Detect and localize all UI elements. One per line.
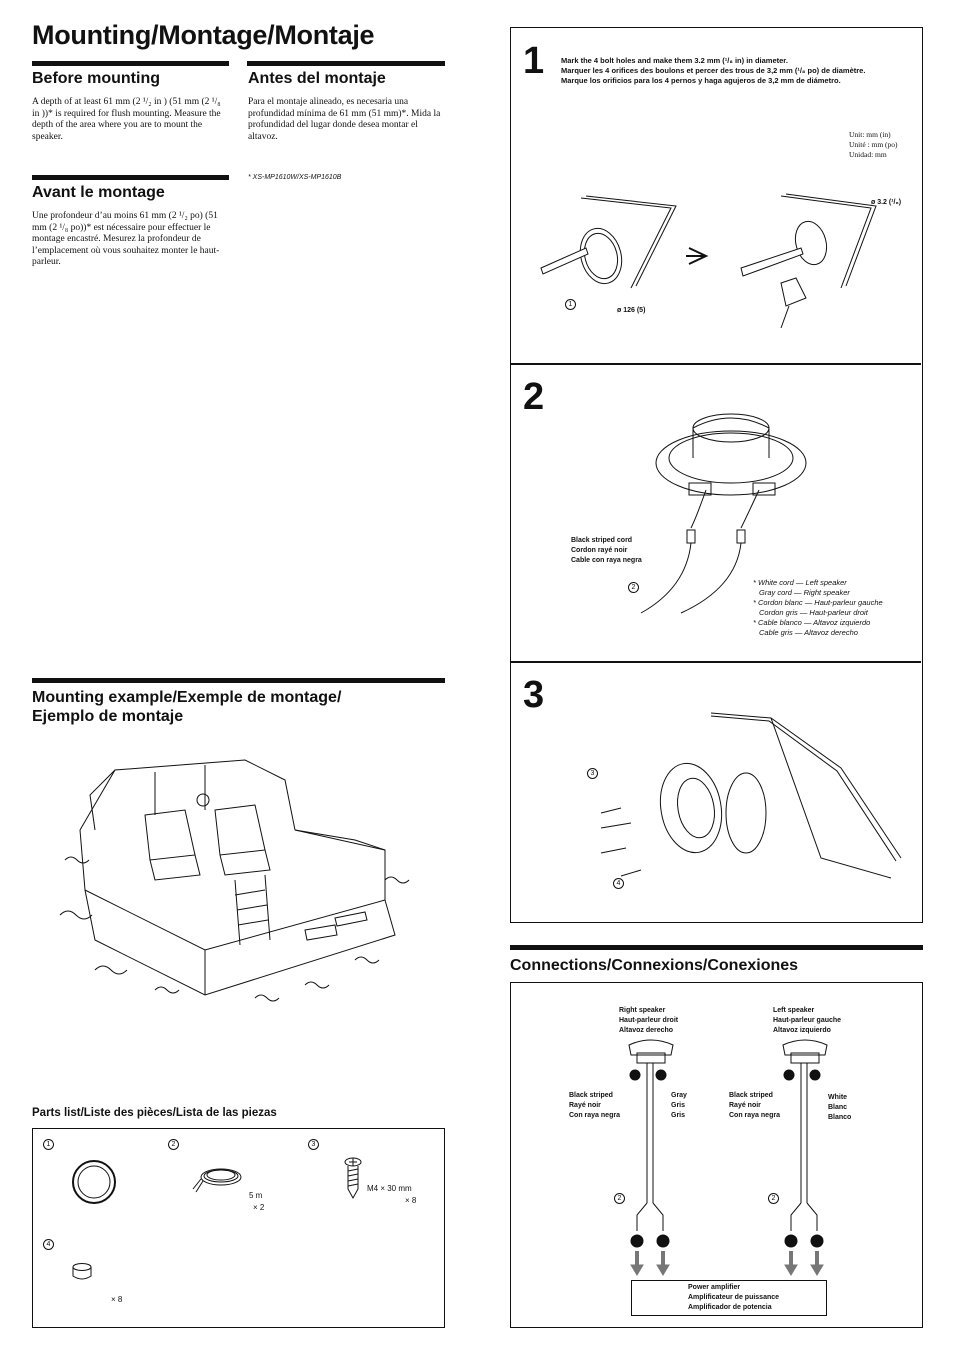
part-number-2: 2 xyxy=(168,1139,179,1150)
step-divider xyxy=(511,661,921,663)
wire-label-line: Blanco xyxy=(828,1114,852,1121)
callout-4: 4 xyxy=(613,878,624,889)
antes-heading: Antes del montaje xyxy=(248,70,386,87)
wire-label-line: Con raya negra xyxy=(569,1112,620,1119)
step-2-speaker-drawing xyxy=(640,413,807,614)
cord-note: * White cord — Left speaker Gray cord — … xyxy=(753,578,883,638)
step-1-drawing xyxy=(540,193,877,329)
connections-heading: Connections/Connexions/Conexiones xyxy=(510,957,799,974)
grille-ring-icon xyxy=(72,1160,116,1204)
wire-label-line: Gris xyxy=(671,1102,686,1109)
screw-size: M4 × 30 mm xyxy=(367,1184,412,1193)
step-3-number: 3 xyxy=(523,674,545,716)
part-number-1: 1 xyxy=(43,1139,54,1150)
cord-label-fr: Cordon rayé noir xyxy=(571,547,628,554)
step-1-line-fr: Marquer les 4 orifices des boulons et pe… xyxy=(561,66,866,75)
step-1-line-es: Marque los orificios para los 4 pernos y… xyxy=(561,76,841,85)
wire-label-line: Gris xyxy=(671,1112,686,1119)
screw-icon xyxy=(344,1157,362,1200)
cord-coil-icon xyxy=(192,1168,242,1193)
step-1-number: 1 xyxy=(523,40,545,82)
section-rule xyxy=(510,945,923,950)
cord-note-line: * Cordon blanc — Haut-parleur gauche xyxy=(753,598,883,607)
before-heading: Before mounting xyxy=(32,70,160,87)
steps-box: 1 Mark the 4 bolt holes and make them 3.… xyxy=(510,27,923,923)
callout-2-left: 2 xyxy=(768,1193,779,1204)
page-title: Mounting/Montage/Montaje xyxy=(32,20,375,50)
amp-line: Power amplifier xyxy=(688,1284,741,1291)
ring-diameter: ø 126 (5) xyxy=(617,307,646,314)
avant-heading: Avant le montage xyxy=(32,184,165,201)
callout-2-right: 2 xyxy=(614,1193,625,1204)
callout-1: 1 xyxy=(565,299,576,310)
part-number-4: 4 xyxy=(43,1239,54,1250)
parts-list-box: 1 2 3 4 5 m × 2 M4 × 30 mm × 8 × 8 xyxy=(32,1128,445,1328)
before-text: A depth of at least 61 mm (2 ¹/₂ in ) (5… xyxy=(32,97,221,142)
part-number-3: 3 xyxy=(308,1139,319,1150)
connections-box: Right speaker Haut-parleur droit Altavoz… xyxy=(510,982,923,1328)
black-striped-label-left: Black striped Rayé noir Con raya negra xyxy=(729,1091,780,1121)
unit-note: Unit: mm (in) Unité : mm (po) Unidad: mm xyxy=(849,130,898,160)
unit-line-fr: Unité : mm (po) xyxy=(849,140,898,149)
boat-illustration xyxy=(59,759,410,1002)
right-speaker-line: Right speaker xyxy=(619,1007,666,1014)
hole-diameter: ø 3.2 (¹/₈) xyxy=(871,199,902,206)
screw-quantity: × 8 xyxy=(405,1196,417,1205)
section-rule xyxy=(32,61,229,66)
black-striped-label-right: Black striped Rayé noir Con raya negra xyxy=(569,1091,620,1121)
cord-length: 5 m xyxy=(249,1191,263,1200)
wire-label-line: Black striped xyxy=(569,1092,613,1099)
antes-text: Para el montaje alineado, es necesaria u… xyxy=(248,97,441,142)
callout-2: 2 xyxy=(628,582,639,593)
step-1-line-en: Mark the 4 bolt holes and make them 3.2 … xyxy=(561,56,788,65)
cord-note-line: Cordon gris — Haut-parleur droit xyxy=(759,608,868,617)
cord-quantity: × 2 xyxy=(253,1203,265,1212)
unit-line-es: Unidad: mm xyxy=(849,150,887,159)
cord-label-es: Cable con raya negra xyxy=(571,557,642,564)
cord-note-line: Gray cord — Right speaker xyxy=(759,588,850,597)
right-speaker-label: Right speaker Haut-parleur droit Altavoz… xyxy=(619,1006,678,1036)
wire-label-line: Blanc xyxy=(828,1104,848,1111)
step-1-instructions: Mark the 4 bolt holes and make them 3.2 … xyxy=(561,56,911,86)
cord-label-en: Black striped cord xyxy=(571,537,633,544)
wire-label-line: Gray xyxy=(671,1092,687,1099)
parts-heading: Parts list/Liste des pièces/Lista de las… xyxy=(32,1107,277,1119)
avant-text: Une profondeur d’au moins 61 mm (2 ¹/₂ p… xyxy=(32,211,220,267)
step-divider xyxy=(511,363,921,365)
section-rule xyxy=(32,678,445,683)
cord-note-line: * White cord — Left speaker xyxy=(753,578,847,587)
example-heading-line2: Ejemplo de montaje xyxy=(32,708,184,725)
model-footnote: * XS-MP1610W/XS-MP1610B xyxy=(248,174,342,181)
wire-label-line: Rayé noir xyxy=(729,1102,761,1109)
cap-quantity: × 8 xyxy=(111,1295,123,1304)
left-speaker-line: Left speaker xyxy=(773,1007,815,1014)
left-speaker-label: Left speaker Haut-parleur gauche Altavoz… xyxy=(773,1006,841,1036)
example-heading-line1: Mounting example/Exemple de montage/ xyxy=(32,689,342,706)
wire-label-line: Con raya negra xyxy=(729,1112,780,1119)
left-speaker-line: Haut-parleur gauche xyxy=(773,1017,842,1024)
unit-line-en: Unit: mm (in) xyxy=(849,130,891,139)
cord-note-line: * Cable blanco — Altavoz izquierdo xyxy=(753,618,871,627)
section-rule xyxy=(247,61,445,66)
gray-wire-label: Gray Gris Gris xyxy=(671,1091,687,1121)
right-speaker-line: Altavoz derecho xyxy=(619,1027,674,1034)
right-speaker-line: Haut-parleur droit xyxy=(619,1017,679,1024)
amp-line: Amplificateur de puissance xyxy=(688,1294,780,1301)
cord-note-line: Cable gris — Altavoz derecho xyxy=(759,628,858,637)
cord-label: Black striped cord Cordon rayé noir Cabl… xyxy=(571,536,642,566)
wire-label-line: White xyxy=(828,1094,848,1101)
power-amplifier-box: Power amplifier Amplificateur de puissan… xyxy=(631,1280,827,1316)
wiring-diagram xyxy=(628,1039,828,1276)
cap-icon xyxy=(72,1263,92,1280)
callout-3: 3 xyxy=(587,768,598,779)
wire-label-line: Black striped xyxy=(729,1092,773,1099)
white-wire-label: White Blanc Blanco xyxy=(828,1093,851,1123)
example-heading: Mounting example/Exemple de montage/ Eje… xyxy=(32,688,341,726)
section-rule xyxy=(32,175,229,180)
step-2-number: 2 xyxy=(523,376,545,418)
amp-line: Amplificador de potencia xyxy=(688,1304,772,1311)
step-3-drawing xyxy=(600,712,902,879)
wire-label-line: Rayé noir xyxy=(569,1102,601,1109)
left-speaker-line: Altavoz izquierdo xyxy=(773,1027,831,1034)
